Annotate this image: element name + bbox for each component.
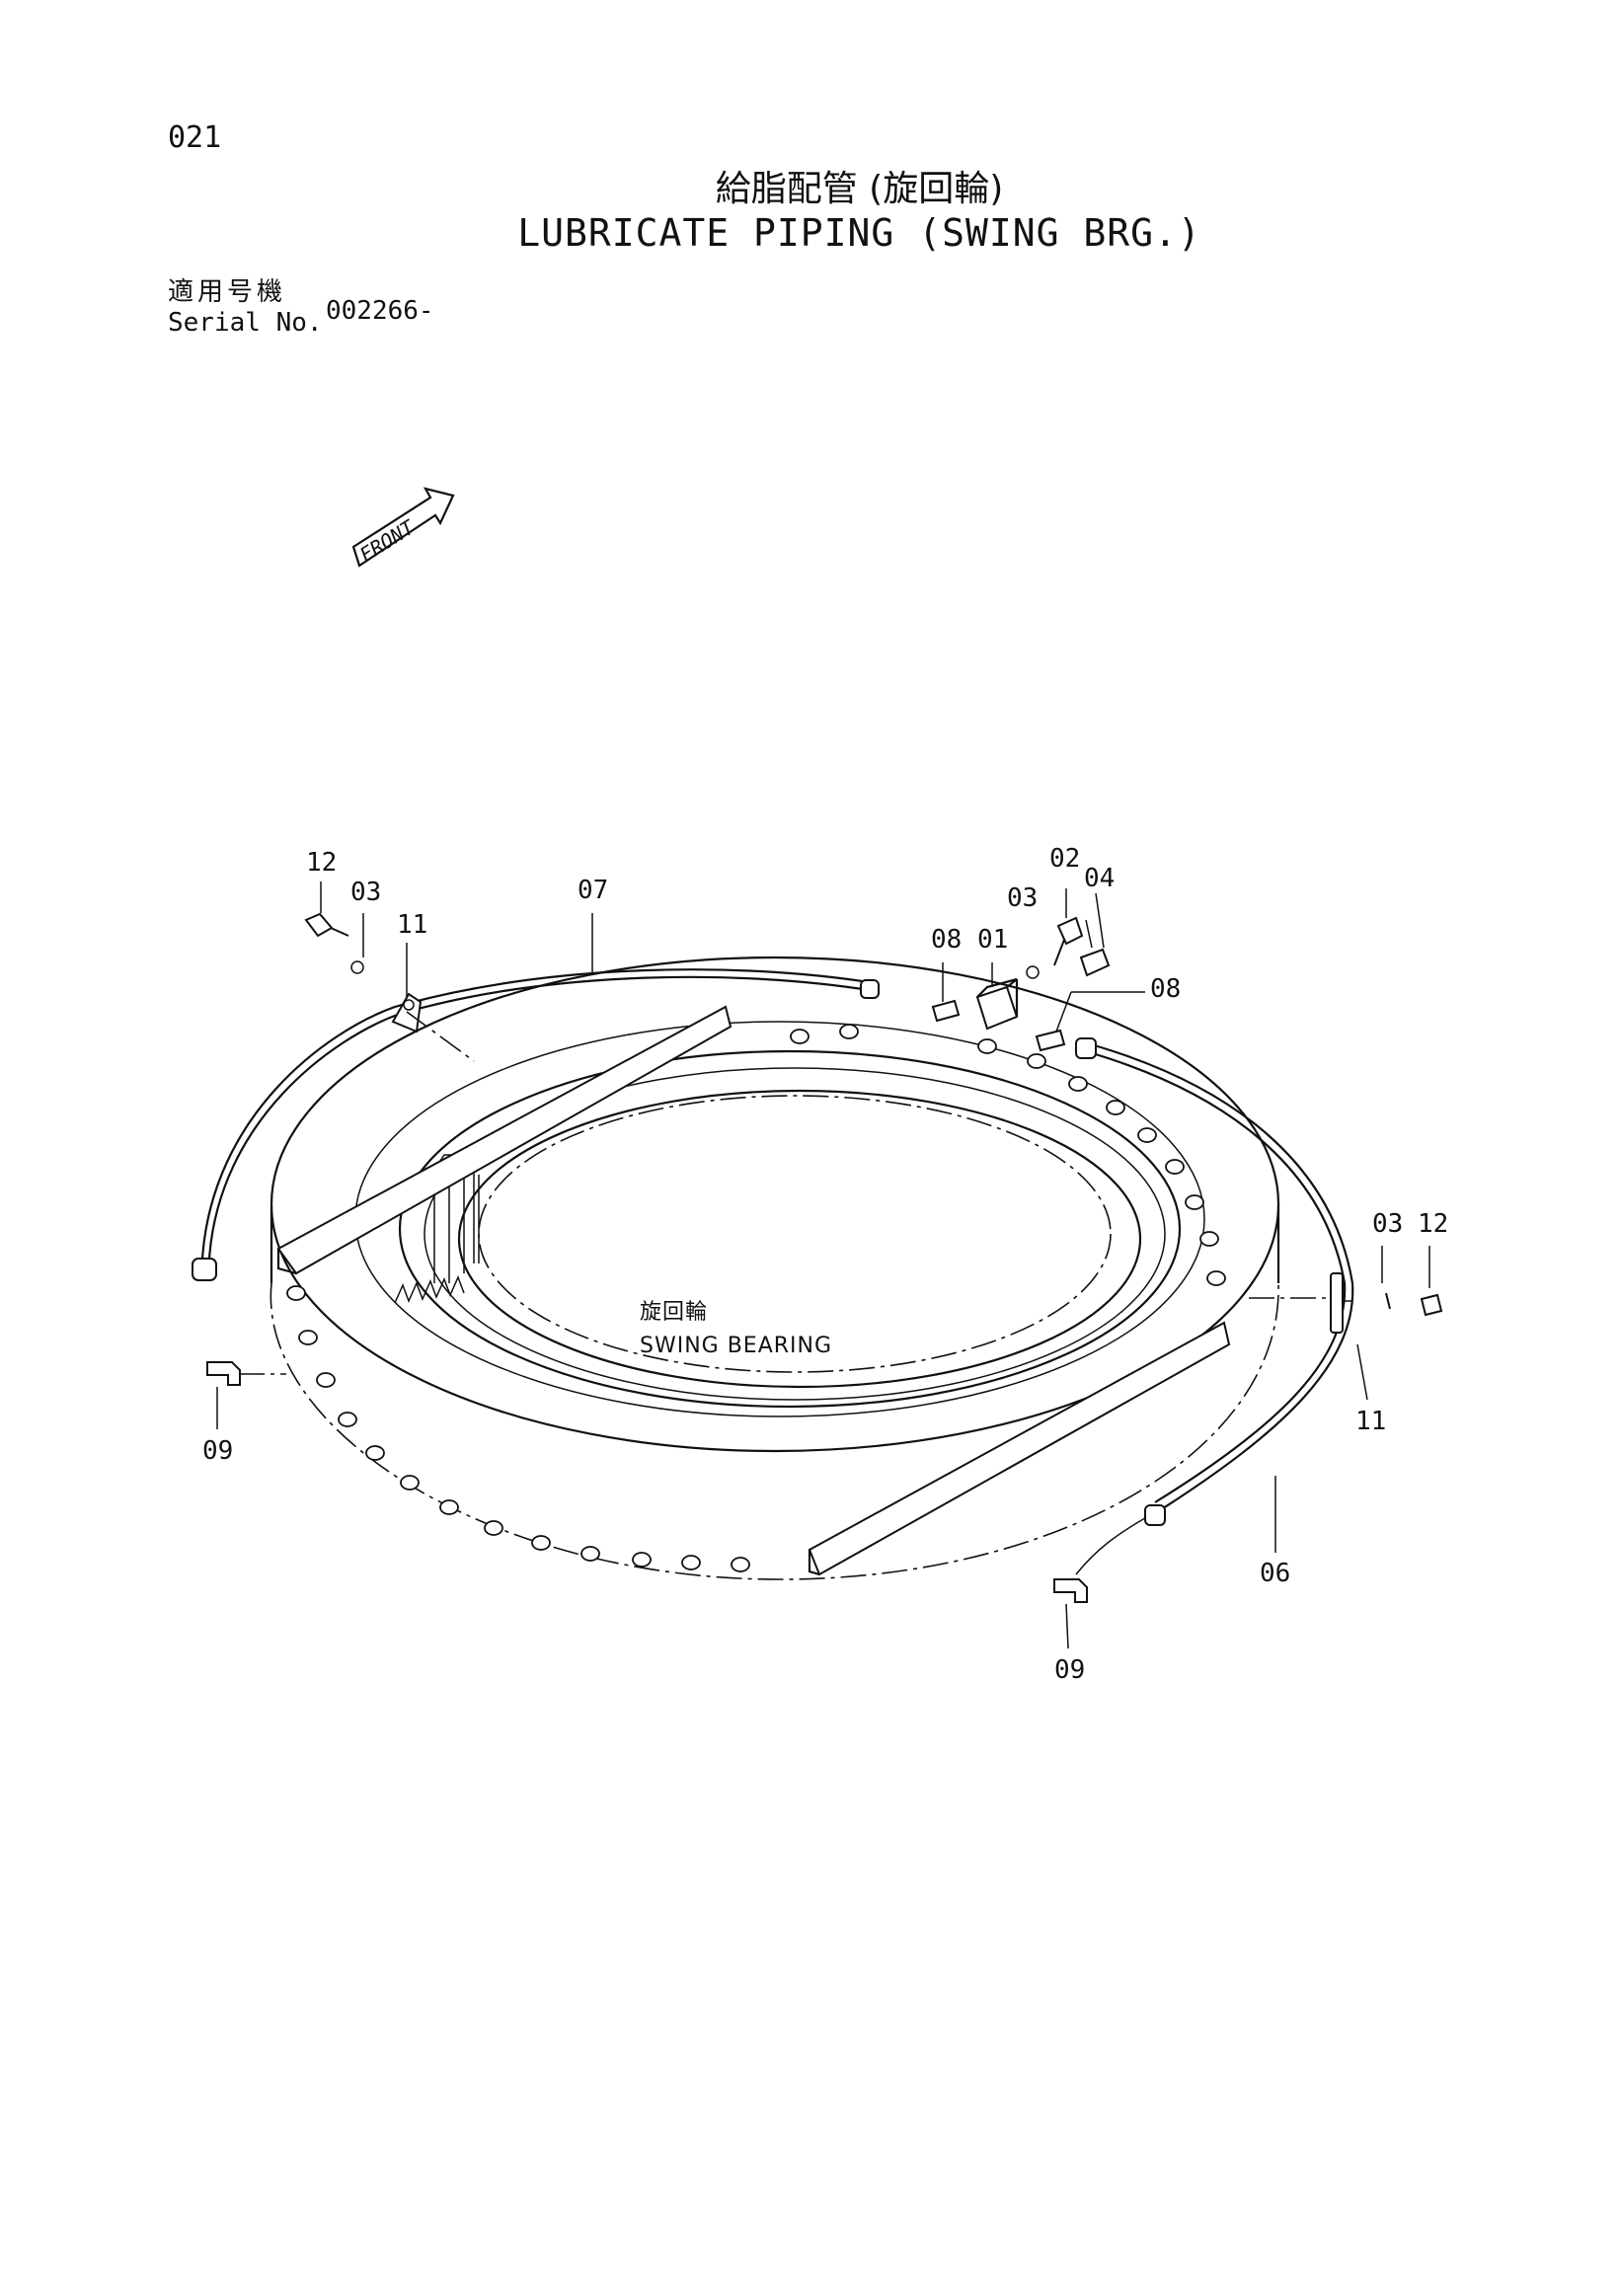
front-arrow-icon: FRONT (351, 487, 455, 568)
callout-12-right: 12 (1418, 1209, 1448, 1239)
callout-11-top-left: 11 (397, 910, 427, 940)
callout-07: 07 (578, 876, 608, 905)
pipe-06 (1075, 1042, 1354, 1575)
support-bar-right (808, 1321, 1231, 1576)
callout-02: 02 (1049, 844, 1080, 874)
elbow-left (206, 1361, 241, 1386)
page-number: 021 (168, 120, 222, 155)
pipe-nut-lower (1144, 1504, 1166, 1526)
fitting-04 (1079, 948, 1111, 977)
pipe-nut-right (1075, 1037, 1097, 1059)
callout-06: 06 (1260, 1559, 1290, 1588)
fitting-08-right (1035, 1029, 1066, 1052)
leader-lines (216, 881, 1430, 1649)
clamp-right (1330, 1272, 1352, 1334)
bolt-02 (1053, 916, 1084, 966)
serial-label-english: Serial No. (168, 308, 323, 338)
elbow-right (1053, 1578, 1088, 1603)
callout-01: 01 (977, 925, 1008, 955)
title-japanese: 給脂配管 (旋回輪) (715, 169, 1004, 209)
support-bar-left (276, 1005, 733, 1275)
center-label-japanese: 旋回輪 (640, 1300, 708, 1325)
swing-bearing (270, 956, 1280, 1580)
callout-11-right: 11 (1355, 1407, 1386, 1436)
serial-label-japanese: 適用号機 (168, 277, 287, 307)
pipe-nut-left (192, 1258, 217, 1281)
callout-12-top-left: 12 (306, 848, 337, 878)
bolt-12-right (1385, 1292, 1443, 1317)
washer-03-top (1026, 965, 1040, 979)
callout-08-right: 08 (1150, 974, 1181, 1004)
center-label-english: SWING BEARING (640, 1334, 832, 1358)
title-english: LUBRICATE PIPING (SWING BRG.) (517, 211, 1201, 255)
bolt-holes (286, 1024, 1226, 1572)
fitting-08-left (931, 999, 961, 1023)
callout-04: 04 (1084, 864, 1115, 893)
callout-09-bottom: 09 (1054, 1655, 1085, 1685)
clamp-left (391, 992, 423, 1033)
callout-03-right: 03 (1372, 1209, 1403, 1239)
distribution-block (975, 977, 1019, 1031)
washer-03-left (350, 960, 364, 974)
bolt-12-left (304, 912, 349, 938)
callout-09-left: 09 (202, 1436, 233, 1466)
callout-08-left: 08 (931, 925, 962, 955)
callout-03-top: 03 (1007, 883, 1038, 913)
serial-number-value: 002266- (326, 296, 434, 326)
callout-03-top-left: 03 (350, 878, 381, 907)
front-label: FRONT (355, 514, 420, 567)
pipe-nut-top (860, 979, 880, 999)
